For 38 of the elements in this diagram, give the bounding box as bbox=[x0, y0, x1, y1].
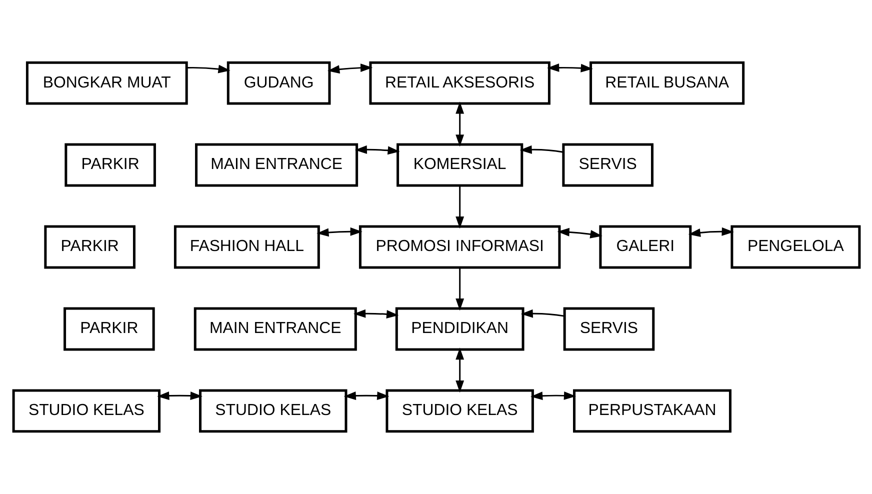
arrow bbox=[455, 348, 464, 393]
node-box: RETAIL BUSANA bbox=[589, 61, 744, 105]
node-box: PARKIR bbox=[64, 143, 156, 187]
arrow bbox=[186, 64, 230, 74]
node-box: PARKIR bbox=[44, 225, 135, 269]
arrow bbox=[316, 227, 362, 237]
arrow bbox=[353, 309, 398, 318]
node-box: STUDIO KELAS bbox=[198, 389, 347, 433]
arrow bbox=[455, 102, 464, 147]
node-box: STUDIO KELAS bbox=[12, 389, 160, 433]
node-box: FASHION HALL bbox=[173, 225, 320, 269]
node-box: PARKIR bbox=[63, 307, 154, 351]
arrow bbox=[343, 392, 389, 400]
arrow bbox=[455, 186, 464, 229]
node-box: PERPUSTAKAAN bbox=[572, 389, 731, 433]
arrow bbox=[556, 228, 602, 238]
node-box: PENDIDIKAN bbox=[394, 307, 524, 351]
node-box: BONGKAR MUAT bbox=[25, 61, 188, 105]
arrow bbox=[156, 392, 202, 400]
node-box: RETAIL AKSESORIS bbox=[368, 61, 550, 105]
node-box: KOMERSIAL bbox=[396, 143, 523, 187]
node-box: PROMOSI INFORMASI bbox=[358, 225, 560, 269]
arrow bbox=[688, 227, 734, 237]
node-box: SERVIS bbox=[562, 143, 653, 187]
arrow bbox=[354, 145, 400, 155]
node-box: GALERI bbox=[598, 225, 692, 269]
arrow bbox=[546, 63, 592, 72]
arrow bbox=[327, 64, 372, 74]
arrow bbox=[455, 268, 464, 311]
arrow bbox=[530, 391, 576, 400]
node-box: STUDIO KELAS bbox=[385, 389, 534, 433]
node-box: MAIN ENTRANCE bbox=[194, 143, 358, 187]
node-box: MAIN ENTRANCE bbox=[193, 307, 356, 351]
node-box: PENGELOLA bbox=[730, 225, 860, 269]
arrow bbox=[519, 145, 563, 154]
node-box: SERVIS bbox=[562, 307, 654, 351]
arrow bbox=[520, 309, 564, 318]
node-box: GUDANG bbox=[226, 61, 330, 105]
